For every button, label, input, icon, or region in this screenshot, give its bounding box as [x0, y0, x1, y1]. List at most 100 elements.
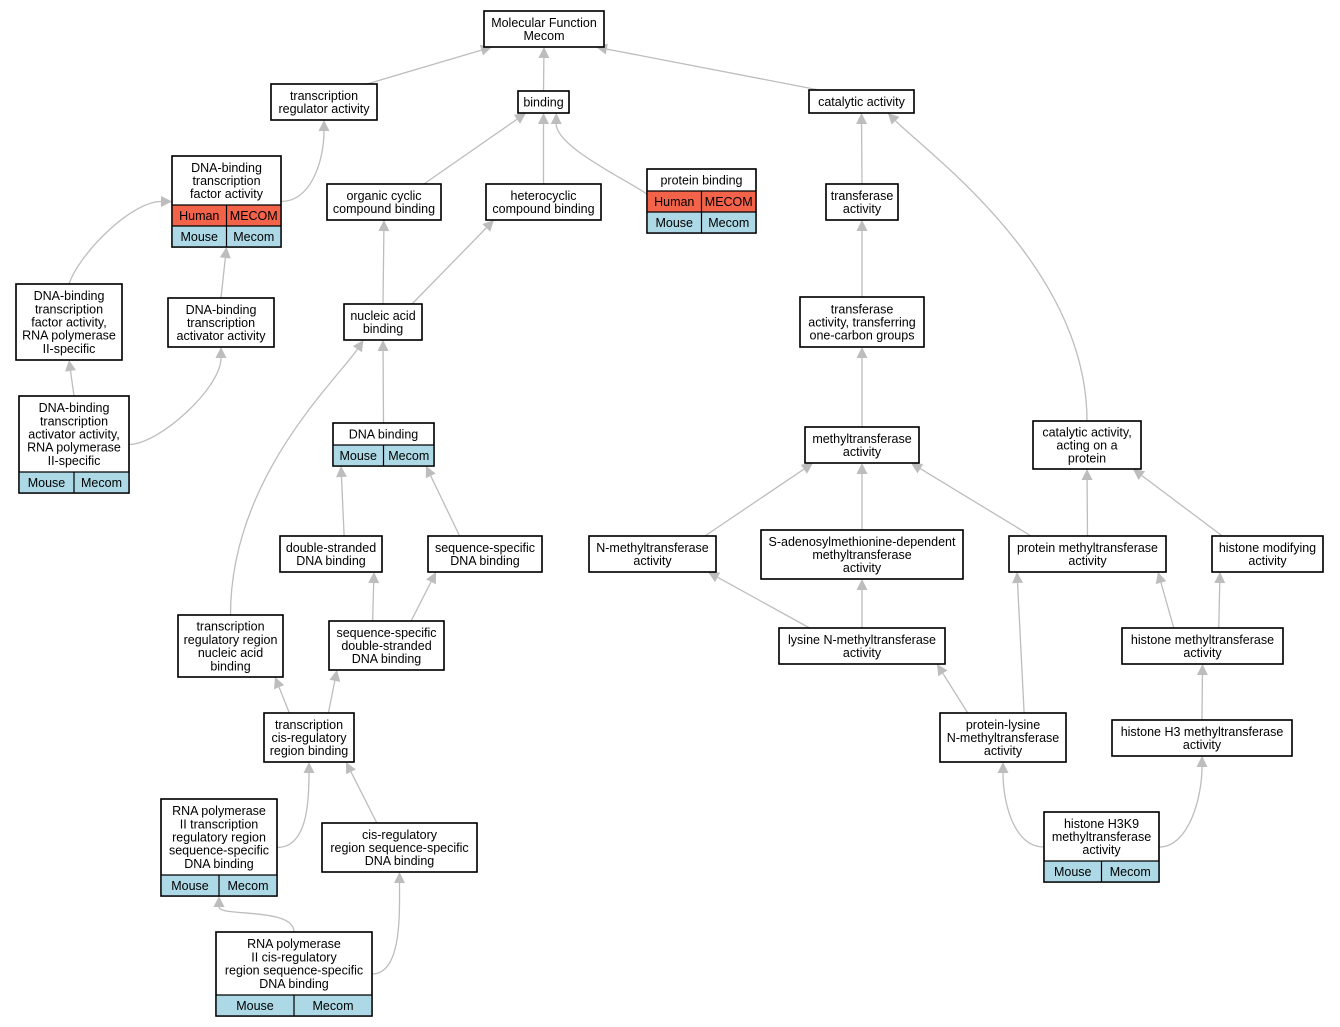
node-outline	[171, 155, 282, 248]
edge-arrowhead	[911, 463, 924, 474]
node-label-line: histone modifying	[1219, 541, 1316, 555]
node-box	[778, 627, 946, 665]
node-label-line: one-carbon groups	[810, 329, 915, 343]
node-outline	[825, 183, 899, 221]
node-label-line: DNA binding	[259, 977, 329, 991]
node-label-line: activator activity,	[28, 428, 119, 442]
edge-catalytic-activity-to-root	[606, 48, 820, 91]
node-label-line: II transcription	[180, 817, 259, 831]
node-label-line: lysine N-methyltransferase	[788, 633, 936, 647]
go-term-node-sam-dependent-methyltransferase[interactable]: S-adenosylmethionine-dependentmethyltran…	[760, 529, 964, 580]
go-term-node-catalytic-activity[interactable]: catalytic activity	[808, 89, 915, 114]
node-label-line: activity	[843, 561, 882, 575]
node-label-line: regulator activity	[278, 102, 370, 116]
edge-dna-binding-tf-activity-rnap2-to-dna-binding-tf-activity	[68, 200, 162, 285]
edge-arrowhead	[346, 762, 356, 775]
edge-arrowhead	[800, 463, 813, 474]
node-box	[1032, 420, 1142, 470]
node-label-line: activity	[843, 202, 882, 216]
node-outline	[1032, 420, 1142, 470]
node-label-line: protein-lysine	[966, 718, 1040, 732]
node-box	[326, 183, 442, 221]
node-outline	[646, 168, 757, 234]
node-label-line: N-methyltransferase	[947, 731, 1060, 745]
edge-histone-h3k9-methyltransferase-activity-to-protein-lysine-n-methyltransferase-activity	[1002, 772, 1045, 848]
edges-layer	[65, 43, 1226, 975]
node-label-line: DNA binding	[365, 854, 435, 868]
edge-double-stranded-dna-binding-to-dna-binding	[340, 476, 345, 537]
annotation-species: Mouse	[655, 216, 693, 230]
node-label-line: histone H3K9	[1064, 817, 1139, 831]
node-label-line: RNA polymerase	[172, 804, 266, 818]
go-term-node-histone-h3k9-methyltransferase-activity[interactable]: histone H3K9methyltransferaseactivityMou…	[1043, 811, 1160, 883]
node-label-line: cis-regulatory	[271, 731, 347, 745]
node-outline	[427, 535, 543, 573]
edge-arrowhead	[425, 466, 436, 479]
edge-catalytic-activity-on-protein-to-catalytic-activity	[895, 120, 1088, 422]
node-label-line: methyltransferase	[812, 548, 911, 562]
edge-rnap2-cis-regulatory-region-ss-dna-binding-to-rnap2-transcription-regulatory-region-ssdna-binding	[218, 906, 295, 933]
node-outline	[1111, 719, 1293, 757]
edge-arrowhead	[215, 347, 227, 358]
node-label-line: methyltransferase	[812, 432, 911, 446]
edge-n-methyltransferase-activity-to-methyltransferase-activity	[704, 468, 805, 537]
node-label-line: II cis-regulatory	[251, 950, 337, 964]
edge-arrowhead	[377, 340, 389, 352]
node-outline	[483, 10, 605, 48]
go-term-node-protein-lysine-n-methyltransferase-activity[interactable]: protein-lysineN-methyltransferaseactivit…	[939, 712, 1067, 763]
edge-protein-methyltransferase-activity-to-methyltransferase-activity	[920, 468, 1032, 537]
node-label-line: binding	[363, 322, 403, 336]
edge-arrowhead	[329, 670, 341, 682]
edge-arrowhead	[1196, 664, 1208, 676]
node-label-line: DNA binding	[184, 857, 254, 871]
node-label-line: binding	[210, 659, 250, 673]
node-label-line: double-stranded	[341, 639, 431, 653]
edge-arrowhead	[318, 120, 330, 131]
node-outline	[760, 529, 964, 580]
edge-arrowhead	[426, 572, 436, 585]
annotation-species: Mouse	[1054, 865, 1092, 879]
edge-arrowhead	[856, 347, 868, 358]
edge-lysine-n-methyltransferase-activity-to-n-methyltransferase-activity	[717, 576, 810, 629]
go-term-node-binding[interactable]: binding	[517, 90, 570, 114]
node-label-line: nucleic acid	[198, 646, 263, 660]
edge-arrowhead	[213, 896, 225, 907]
edge-rnap2-cis-regulatory-region-ss-dna-binding-to-cis-regulatory-region-ss-dna-binding	[371, 882, 401, 975]
node-label-line: DNA-binding	[34, 289, 105, 303]
annotation-species: Mouse	[236, 999, 274, 1013]
edge-arrowhead	[856, 220, 868, 231]
node-outline	[1211, 535, 1324, 573]
node-outline	[270, 83, 378, 121]
node-label-line: acting on a	[1056, 439, 1117, 453]
